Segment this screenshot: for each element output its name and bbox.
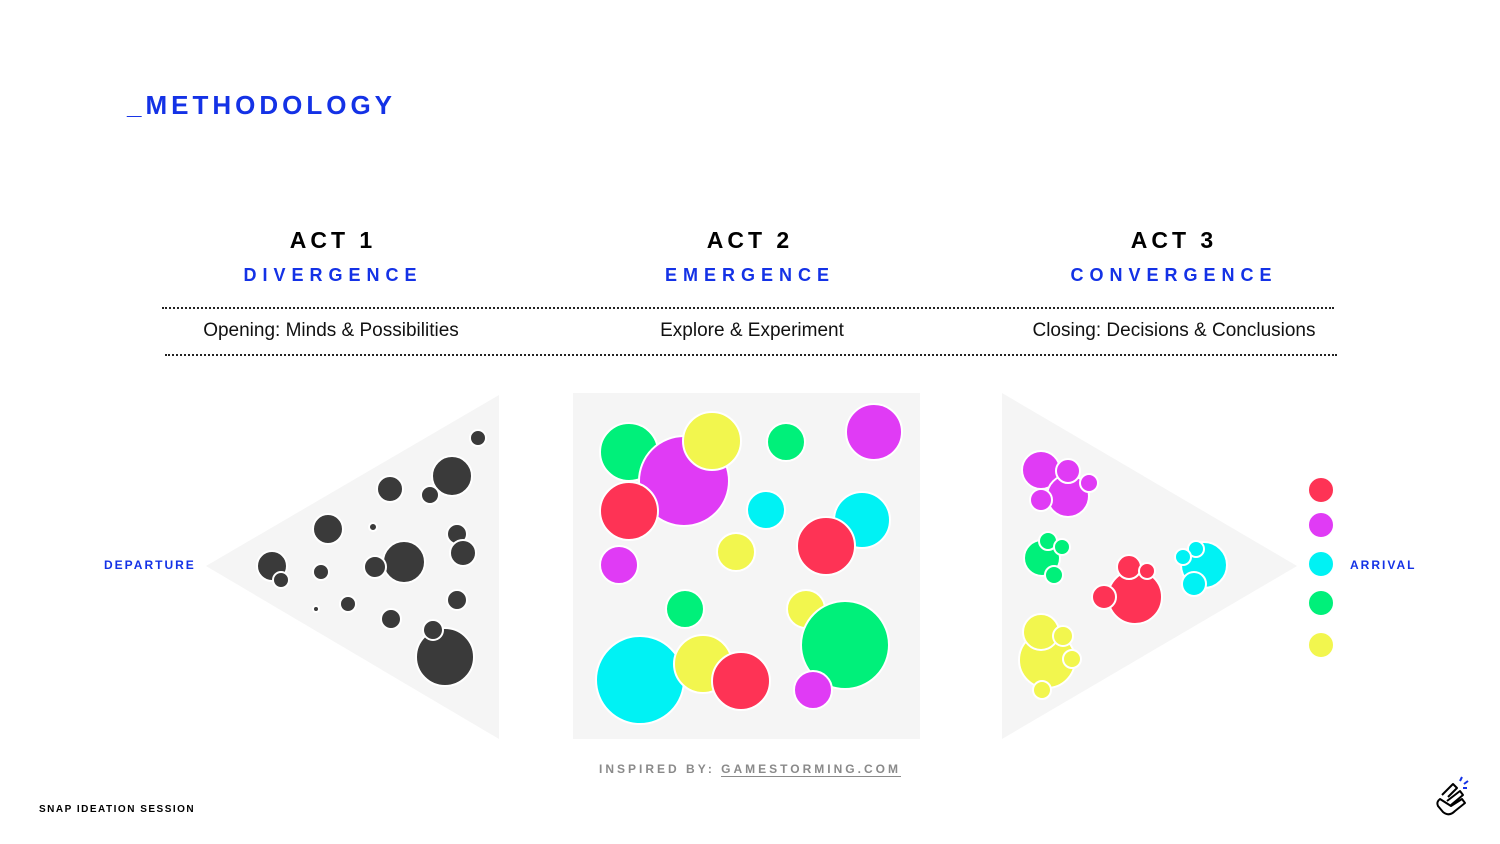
convergence-dot [1079,473,1099,493]
divergence-dot [431,455,473,497]
convergence-dot [1029,488,1053,512]
act-2-number: ACT 2 [706,227,794,253]
act-2-phase: EMERGENCE [664,265,835,285]
divergence-dot [415,627,475,687]
divergence-dot [446,589,468,611]
divergence-dot [382,540,426,584]
convergence-dot [1062,649,1082,669]
departure-label: DEPARTURE [104,558,196,572]
page-title: _METHODOLOGY [127,90,397,120]
act-1-phase: DIVERGENCE [243,265,423,285]
divergence-dot [376,475,404,503]
arrival-dot [1307,550,1335,578]
footer-label: SNAP IDEATION SESSION [39,804,196,815]
divergence-dot [312,605,320,613]
arrival-dots [1307,476,1335,659]
credit-line: INSPIRED BY: GAMESTORMING.COM [0,762,1500,777]
act-2-header: ACT 2 EMERGENCE [540,226,960,286]
divergence-dot [363,555,387,579]
emergence-dot [800,600,890,690]
divergence-dot [469,429,487,447]
divergence-dot [449,539,477,567]
emergence-dot [793,670,833,710]
divergence-dot [368,522,378,532]
arrival-dot [1307,631,1335,659]
divergence-dot [272,571,290,589]
divider-top [162,307,1334,309]
divergence-dot [339,595,357,613]
arrival-dot [1307,589,1335,617]
divergence-dot [312,513,344,545]
convergence-dot [1187,540,1205,558]
emergence-dot [711,651,771,711]
act-1-number: ACT 1 [289,227,377,253]
convergence-dot [1181,571,1207,597]
emergence-dot [746,490,786,530]
act-3-description: Closing: Decisions & Conclusions [1032,320,1316,341]
convergence-dot [1055,458,1081,484]
convergence-dot [1032,680,1052,700]
convergence-dots [1018,450,1228,700]
act-1-description: Opening: Minds & Possibilities [203,320,459,341]
convergence-dot [1044,565,1064,585]
emergence-dot [796,516,856,576]
emergence-dot [599,545,639,585]
arrival-dot [1307,511,1335,539]
convergence-dot [1052,625,1074,647]
convergence-dot [1174,548,1192,566]
divergence-dots [256,429,487,687]
act-2-description: Explore & Experiment [660,320,844,341]
act-3-header: ACT 3 CONVERGENCE [964,226,1384,286]
convergence-dot [1091,584,1117,610]
emergence-dot [682,411,742,471]
act-3-phase: CONVERGENCE [1070,265,1278,285]
emergence-dots [595,403,903,725]
divergence-dot [420,485,440,505]
act-3-number: ACT 3 [1130,227,1218,253]
divider-bottom [165,354,1337,356]
divergence-dot [312,563,330,581]
convergence-dot [1053,538,1071,556]
emergence-dot [599,481,659,541]
convergence-dot [1138,562,1156,580]
credit-link[interactable]: GAMESTORMING.COM [721,762,901,777]
emergence-dot [665,589,705,629]
emergence-dot [716,532,756,572]
credit-prefix: INSPIRED BY: [599,762,722,776]
arrival-dot [1307,476,1335,504]
snapping-fingers-icon [1436,776,1469,816]
emergence-dot [766,422,806,462]
arrival-label: ARRIVAL [1350,558,1417,572]
divergence-shape [206,395,499,739]
act-1-header: ACT 1 DIVERGENCE [123,226,543,286]
divergence-dot [422,619,444,641]
emergence-dot [595,635,685,725]
divergence-dot [380,608,402,630]
emergence-dot [845,403,903,461]
convergence-dot [1116,554,1142,580]
